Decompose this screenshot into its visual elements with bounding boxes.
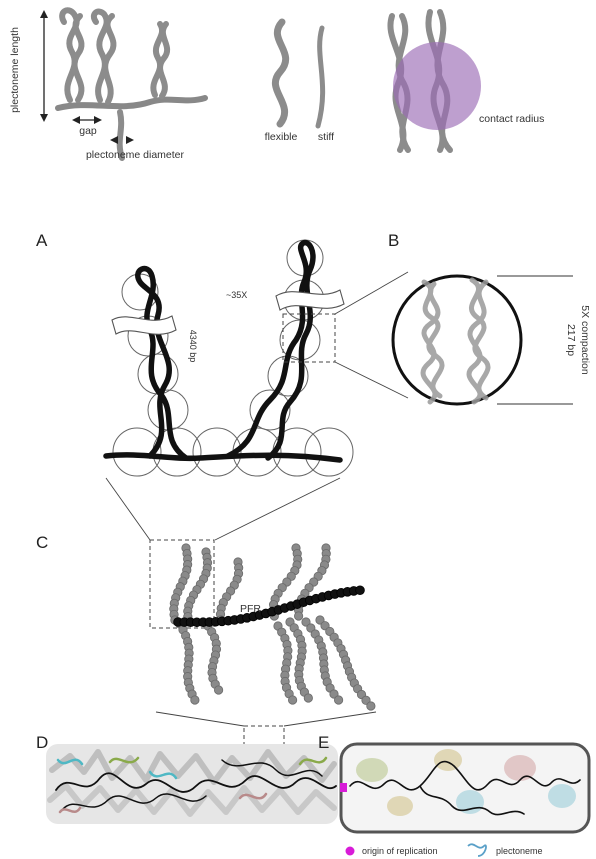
panel-b-label: B	[388, 231, 399, 250]
plectoneme-icon	[468, 844, 486, 856]
legend: origin of replication plectoneme	[346, 844, 543, 856]
flexible-label: flexible	[265, 131, 298, 143]
plectoneme-legend-label: plectoneme	[496, 846, 543, 856]
pfr-label: PFR	[240, 603, 261, 615]
panel-a-diagram: ~35X 4340 bp	[106, 240, 408, 476]
panel-c-label: C	[36, 533, 48, 552]
panel-a-label: A	[36, 231, 48, 250]
plectoneme-diameter-label: plectoneme diameter	[86, 149, 185, 161]
gray-bead	[288, 696, 296, 704]
gap-arrowhead-right	[94, 116, 102, 124]
contact-radius-circle	[393, 42, 481, 130]
panel-d-label: D	[36, 733, 48, 752]
stiff-strand	[318, 28, 323, 126]
top-schematic: plectoneme length gap plectoneme diamete…	[9, 10, 544, 161]
diameter-arrow-left	[110, 136, 118, 144]
zoom-circle	[393, 276, 521, 404]
origin-marker-e	[340, 783, 347, 792]
origin-legend-dot	[346, 847, 355, 856]
panel-e-diagram	[340, 744, 589, 832]
contact-radius-label: contact radius	[479, 113, 544, 125]
length-bp-label: 4340 bp	[188, 330, 198, 363]
panel-e-label: E	[318, 733, 329, 752]
gray-bead	[304, 694, 312, 702]
plectoneme-group-left	[62, 10, 167, 158]
bp-217-label: 217 bp	[565, 324, 577, 356]
panel-c-diagram: PFR	[150, 540, 376, 726]
diameter-arrow-right	[126, 136, 134, 144]
pfr-bead-chain	[174, 586, 365, 627]
gray-bead	[334, 696, 342, 704]
stiff-label: stiff	[318, 131, 334, 143]
compaction-35x-label: ~35X	[226, 290, 247, 300]
origin-legend-label: origin of replication	[362, 846, 438, 856]
panel-d-diagram	[46, 726, 338, 824]
thick-strands	[106, 243, 340, 460]
gray-bead	[214, 686, 222, 694]
flexible-strand	[275, 22, 285, 124]
gap-arrowhead-left	[72, 116, 80, 124]
gap-label: gap	[79, 125, 97, 137]
pfr-bead	[356, 586, 365, 595]
length-arrowhead-bottom	[40, 114, 48, 122]
gray-bead	[367, 702, 375, 710]
panel-b-diagram: 217 bp 5X compaction	[393, 276, 591, 404]
length-arrowhead-top	[40, 10, 48, 18]
gray-bead	[294, 612, 302, 620]
plectoneme-length-label: plectoneme length	[9, 27, 21, 113]
gray-bead-chains	[170, 544, 375, 710]
compaction-5x-label: 5X compaction	[579, 305, 591, 375]
gray-bead	[191, 696, 199, 704]
